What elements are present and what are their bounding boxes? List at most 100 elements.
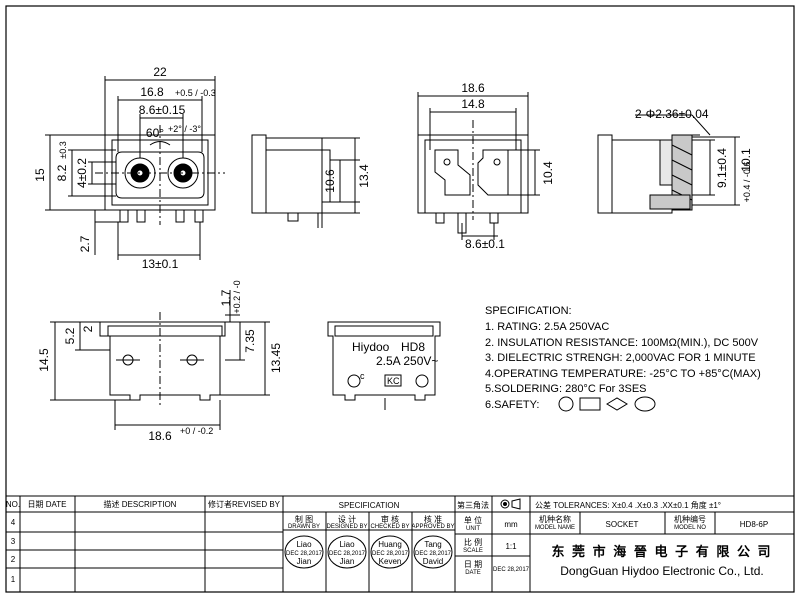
role-checked-top: Huang (378, 540, 402, 549)
dim-10-6: 10.6 (323, 169, 337, 193)
role-approved-bottom: David (423, 557, 443, 566)
dim-5-2: 5.2 (63, 327, 77, 344)
dim-15: 15 (33, 168, 47, 182)
header-description: 描述 DESCRIPTION (104, 499, 177, 509)
role-checked-bottom: Keven (379, 557, 402, 566)
label-brand: Hiydoo (352, 340, 390, 354)
rear-view (417, 92, 540, 240)
spec-item-2: 2. INSULATION RESISTANCE: 100MΩ(MIN.), D… (485, 337, 759, 349)
model-name-label-en: MODEL NAME (535, 525, 575, 531)
date-label-cn: 日 期 (464, 560, 482, 569)
unit-label-cn: 单 位 (464, 515, 482, 525)
role-designed-cn: 设 计 (338, 514, 356, 524)
dim-13-4: 13.4 (357, 164, 371, 188)
label-rating: 2.5A 250V~ (376, 354, 438, 368)
dim-14-8: 14.8 (461, 97, 485, 111)
spec-item-5: 5.SOLDERING: 280°C For 3SES (485, 383, 647, 395)
dim-10-4: 10.4 (541, 161, 555, 185)
label-cert-kc-icon: KC (387, 376, 400, 386)
role-designed-bottom: Jian (340, 557, 355, 566)
tolerances: 公差 TOLERANCES: X±0.4 .X±0.3 .XX±0.1 角度 ±… (535, 500, 721, 510)
model-name: SOCKET (606, 520, 639, 529)
scale-label-en: SCALE (463, 548, 483, 554)
dim-hole-dia: 2-Φ2.36±0.04 (635, 107, 709, 121)
dim-22: 22 (153, 65, 167, 79)
bottom-view (50, 290, 270, 430)
safety-kc-icon (579, 397, 601, 411)
dim-2: 2 (81, 325, 95, 332)
projection-cone-icon (511, 498, 521, 510)
header-no: NO. (6, 500, 20, 509)
title-block-text: NO. 日期 DATE 描述 DESCRIPTION 修订者REVISED BY… (6, 499, 772, 584)
role-drawn-cn: 制 图 (295, 514, 313, 524)
dim-1-7-tol: +0.2 / -0 (232, 280, 242, 313)
dim-13: 13±0.1 (142, 257, 179, 271)
dim-10-1: 10.1 (739, 148, 753, 172)
dim-7-35: 7.35 (243, 329, 257, 353)
unit-label-en: UNIT (466, 526, 480, 532)
dim-60deg: 60° (146, 126, 164, 140)
dim-10-1-tol: +0.4 / -0.6 (742, 162, 752, 203)
spec-item-6: 6.SAFETY: (485, 399, 539, 411)
dim-18-6-bottom: 18.6 (148, 429, 172, 443)
third-angle-icon (500, 499, 510, 509)
date-value: DEC 28,2017 (493, 567, 530, 573)
header-revised-by: 修订者REVISED BY (208, 499, 281, 509)
revision-2: 2 (11, 555, 16, 564)
model-name-label-cn: 机种名称 (539, 514, 571, 524)
title-block (5, 495, 795, 593)
label-model: HD8 (401, 340, 425, 354)
label-view (327, 321, 441, 410)
dim-9-1: 9.1±0.4 (715, 148, 729, 188)
dim-14-5: 14.5 (37, 348, 51, 372)
role-checked-en: CHECKED BY (370, 524, 409, 530)
front-view (45, 76, 225, 260)
model-no: HD8-6P (740, 520, 768, 529)
role-drawn-date: DEC 28,2017 (286, 551, 323, 557)
role-drawn-top: Liao (296, 540, 312, 549)
scale-label-cn: 比 例 (464, 537, 482, 547)
third-angle-label: 第三角法 (457, 500, 489, 510)
dim-13-45: 13.45 (269, 343, 283, 373)
revision-3: 3 (11, 537, 16, 546)
side-view (251, 134, 360, 228)
role-approved-top: Tang (424, 540, 441, 549)
role-drawn-bottom: Jian (297, 557, 312, 566)
company-name-cn: 东 莞 市 海 晉 电 子 有 限 公 司 (551, 544, 772, 559)
header-date: 日期 DATE (28, 500, 67, 509)
dim-8-2-tol: ±0.3 (58, 141, 68, 158)
dim-4: 4±0.2 (75, 158, 89, 188)
spec-item-1: 1. RATING: 2.5A 250VAC (485, 321, 609, 333)
dim-60deg-tol: +2° / -3° (168, 124, 201, 134)
date-label-en: DATE (465, 570, 481, 576)
scale-value: 1:1 (505, 542, 517, 551)
dim-18-6-rear: 18.6 (461, 81, 485, 95)
role-designed-en: DESIGNED BY (326, 524, 367, 530)
dim-8-6: 8.6±0.15 (139, 103, 186, 117)
section-view (597, 114, 740, 214)
role-approved-date: DEC 28,2017 (415, 551, 452, 557)
role-approved-cn: 核 准 (424, 514, 442, 524)
spec-item-4: 4.OPERATING TEMPERATURE: -25°C TO +85°C(… (485, 368, 761, 380)
role-designed-top: Liao (339, 540, 355, 549)
revision-4: 4 (11, 518, 16, 527)
dim-16-8: 16.8 (140, 85, 164, 99)
safety-pse-icon (606, 397, 628, 411)
safety-ccc-icon (634, 396, 656, 412)
model-no-label-cn: 机种编号 (674, 514, 706, 524)
unit-value: mm (504, 520, 518, 529)
role-designed-date: DEC 28,2017 (329, 551, 366, 557)
role-approved-en: APPROVED BY (411, 524, 454, 530)
dim-16-8-tol: +0.5 / -0.3 (175, 88, 216, 98)
dim-2-7: 2.7 (78, 235, 92, 252)
safety-ul-icon (558, 396, 574, 412)
dim-8-2: 8.2 (55, 164, 69, 181)
label-cert-ul-icon: c (360, 371, 365, 381)
spec-item-3: 3. DIELECTRIC STRENGH: 2,000VAC FOR 1 MI… (485, 352, 756, 364)
dim-1-7: 1.7 (219, 289, 233, 306)
role-drawn-en: DRAWN BY (288, 524, 320, 530)
company-name-en: DongGuan Hiydoo Electronic Co., Ltd. (560, 564, 763, 578)
role-checked-cn: 审 核 (381, 514, 399, 524)
model-no-label-en: MODEL NO (674, 525, 706, 531)
